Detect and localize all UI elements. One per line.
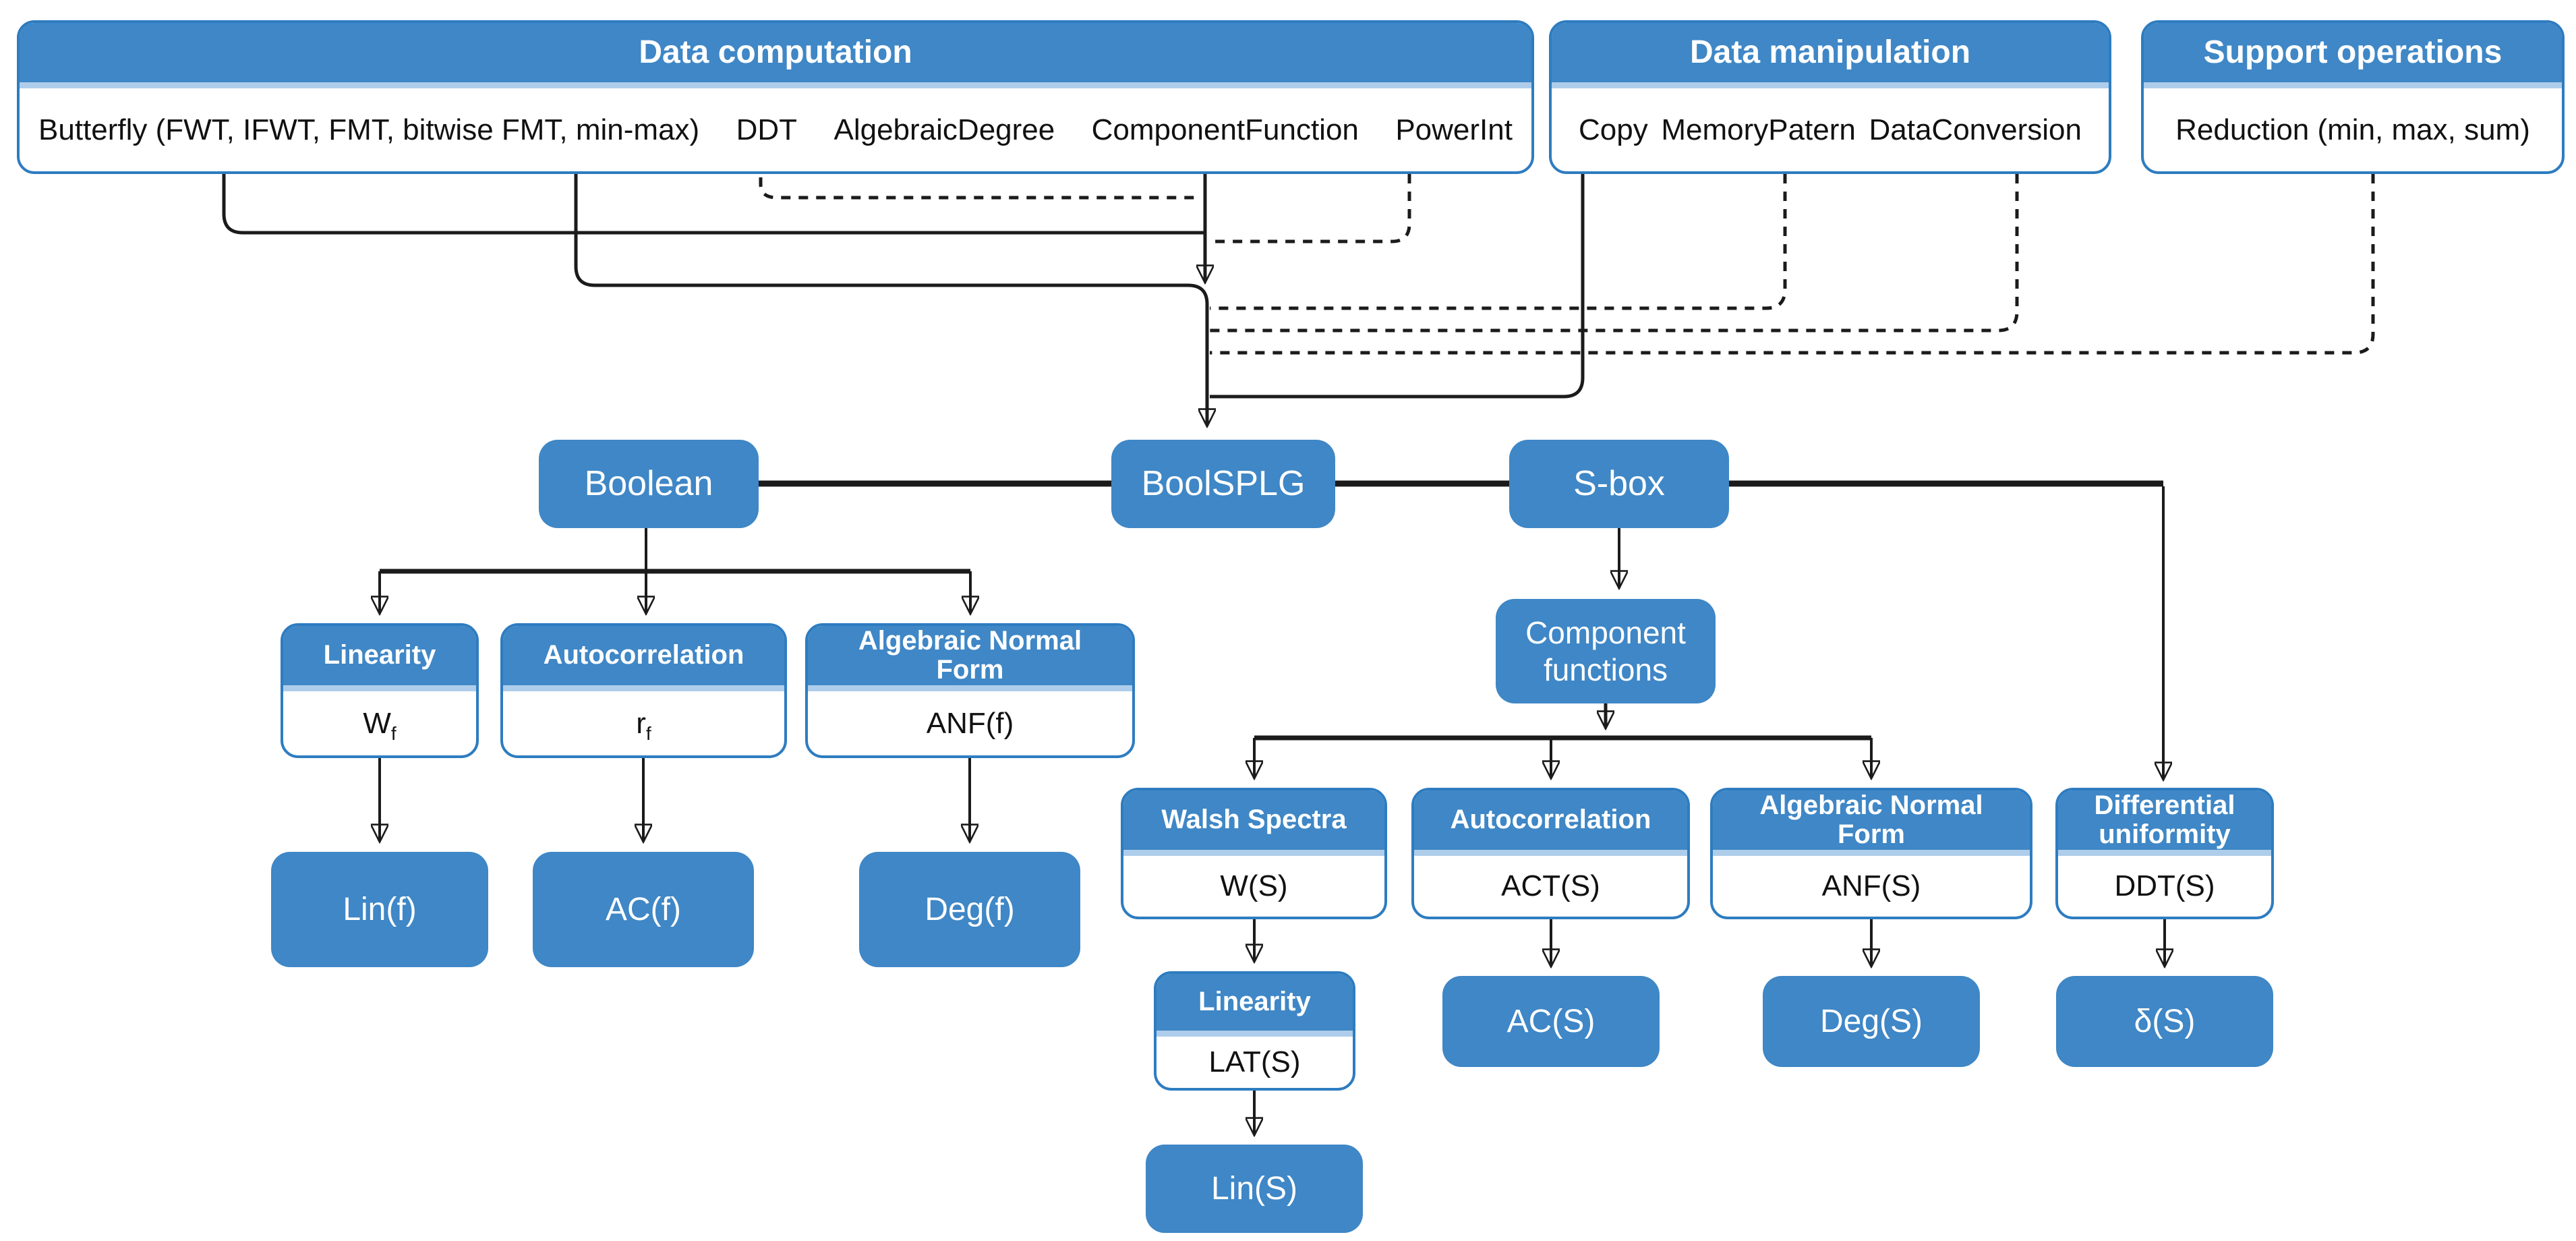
module-data-computation: Data computation Butterfly (FWT, IFWT, F… xyxy=(17,20,1534,174)
result-deg-f: Deg(f) xyxy=(859,852,1080,967)
module-function-list: Butterfly (FWT, IFWT, FMT, bitwise FMT, … xyxy=(20,88,1531,171)
metric-header: Walsh Spectra xyxy=(1123,790,1384,856)
edge-reduction-merge xyxy=(1210,174,2375,355)
result-lin-s: Lin(S) xyxy=(1146,1145,1363,1233)
node-boolean: Boolean xyxy=(539,440,759,528)
node-sbox: S-box xyxy=(1509,440,1729,528)
metric-header: Differential uniformity xyxy=(2058,790,2271,856)
edge-butterfly-merge xyxy=(222,174,1205,235)
edge-trunk-to-boolsplg xyxy=(574,174,1207,425)
metric-differential-uniformity: Differential uniformity DDT(S) xyxy=(2055,788,2274,919)
result-lin-f: Lin(f) xyxy=(271,852,488,967)
edge-ddt-merge xyxy=(759,177,1200,200)
module-support-operations: Support operations Reduction (min, max, … xyxy=(2141,20,2565,174)
edge-copy-merge xyxy=(1210,174,1585,399)
module-title: Data manipulation xyxy=(1552,23,2109,88)
metric-header: Algebraic Normal Form xyxy=(808,626,1132,691)
metric-linearity-s: Linearity LAT(S) xyxy=(1154,971,1355,1091)
metric-header: Autocorrelation xyxy=(503,626,784,691)
result-ac-f: AC(f) xyxy=(533,852,754,967)
edge-powerint-merge xyxy=(1210,174,1411,243)
node-component-functions: Component functions xyxy=(1496,599,1716,703)
module-title: Support operations xyxy=(2144,23,2562,88)
metric-autocorrelation-f: Autocorrelation rf xyxy=(500,623,787,758)
metric-autocorrelation-s: Autocorrelation ACT(S) xyxy=(1411,788,1690,919)
function-item: ComponentFunction xyxy=(1091,113,1359,146)
function-item: MemoryPatern xyxy=(1661,113,1856,146)
metric-value: W(S) xyxy=(1220,869,1288,902)
function-item: AlgebraicDegree xyxy=(833,113,1055,146)
metric-linearity-f: Linearity Wf xyxy=(281,623,479,758)
function-item: Reduction (min, max, sum) xyxy=(2175,113,2530,146)
metric-value: ACT(S) xyxy=(1501,869,1600,902)
node-boolsplg: BoolSPLG xyxy=(1111,440,1335,528)
metric-value: ANF(S) xyxy=(1821,869,1921,902)
function-item: PowerInt xyxy=(1395,113,1513,146)
metric-value: Wf xyxy=(363,706,397,744)
result-ac-s: AC(S) xyxy=(1442,976,1660,1067)
metric-walsh-spectra: Walsh Spectra W(S) xyxy=(1121,788,1387,919)
metric-value: LAT(S) xyxy=(1208,1045,1301,1078)
function-item: Copy xyxy=(1579,113,1648,146)
function-item: Butterfly (FWT, IFWT, FMT, bitwise FMT, … xyxy=(38,113,700,146)
module-data-manipulation: Data manipulation Copy MemoryPatern Data… xyxy=(1549,20,2111,174)
module-function-list: Reduction (min, max, sum) xyxy=(2144,88,2562,171)
function-item: DataConversion xyxy=(1869,113,2082,146)
metric-value: rf xyxy=(636,706,651,744)
metric-header: Linearity xyxy=(283,626,476,691)
function-item: DDT xyxy=(736,113,798,146)
result-deg-s: Deg(S) xyxy=(1763,976,1980,1067)
metric-value: ANF(f) xyxy=(926,706,1014,740)
edge-memorypatern-merge xyxy=(1210,174,1787,310)
module-title: Data computation xyxy=(20,23,1531,88)
metric-anf-s: Algebraic Normal Form ANF(S) xyxy=(1710,788,2032,919)
metric-anf-f: Algebraic Normal Form ANF(f) xyxy=(805,623,1135,758)
metric-header: Linearity xyxy=(1157,974,1353,1037)
metric-header: Autocorrelation xyxy=(1414,790,1687,856)
module-function-list: Copy MemoryPatern DataConversion xyxy=(1552,88,2109,171)
result-delta-s: δ(S) xyxy=(2056,976,2273,1067)
metric-value: DDT(S) xyxy=(2114,869,2215,902)
metric-header: Algebraic Normal Form xyxy=(1713,790,2030,856)
